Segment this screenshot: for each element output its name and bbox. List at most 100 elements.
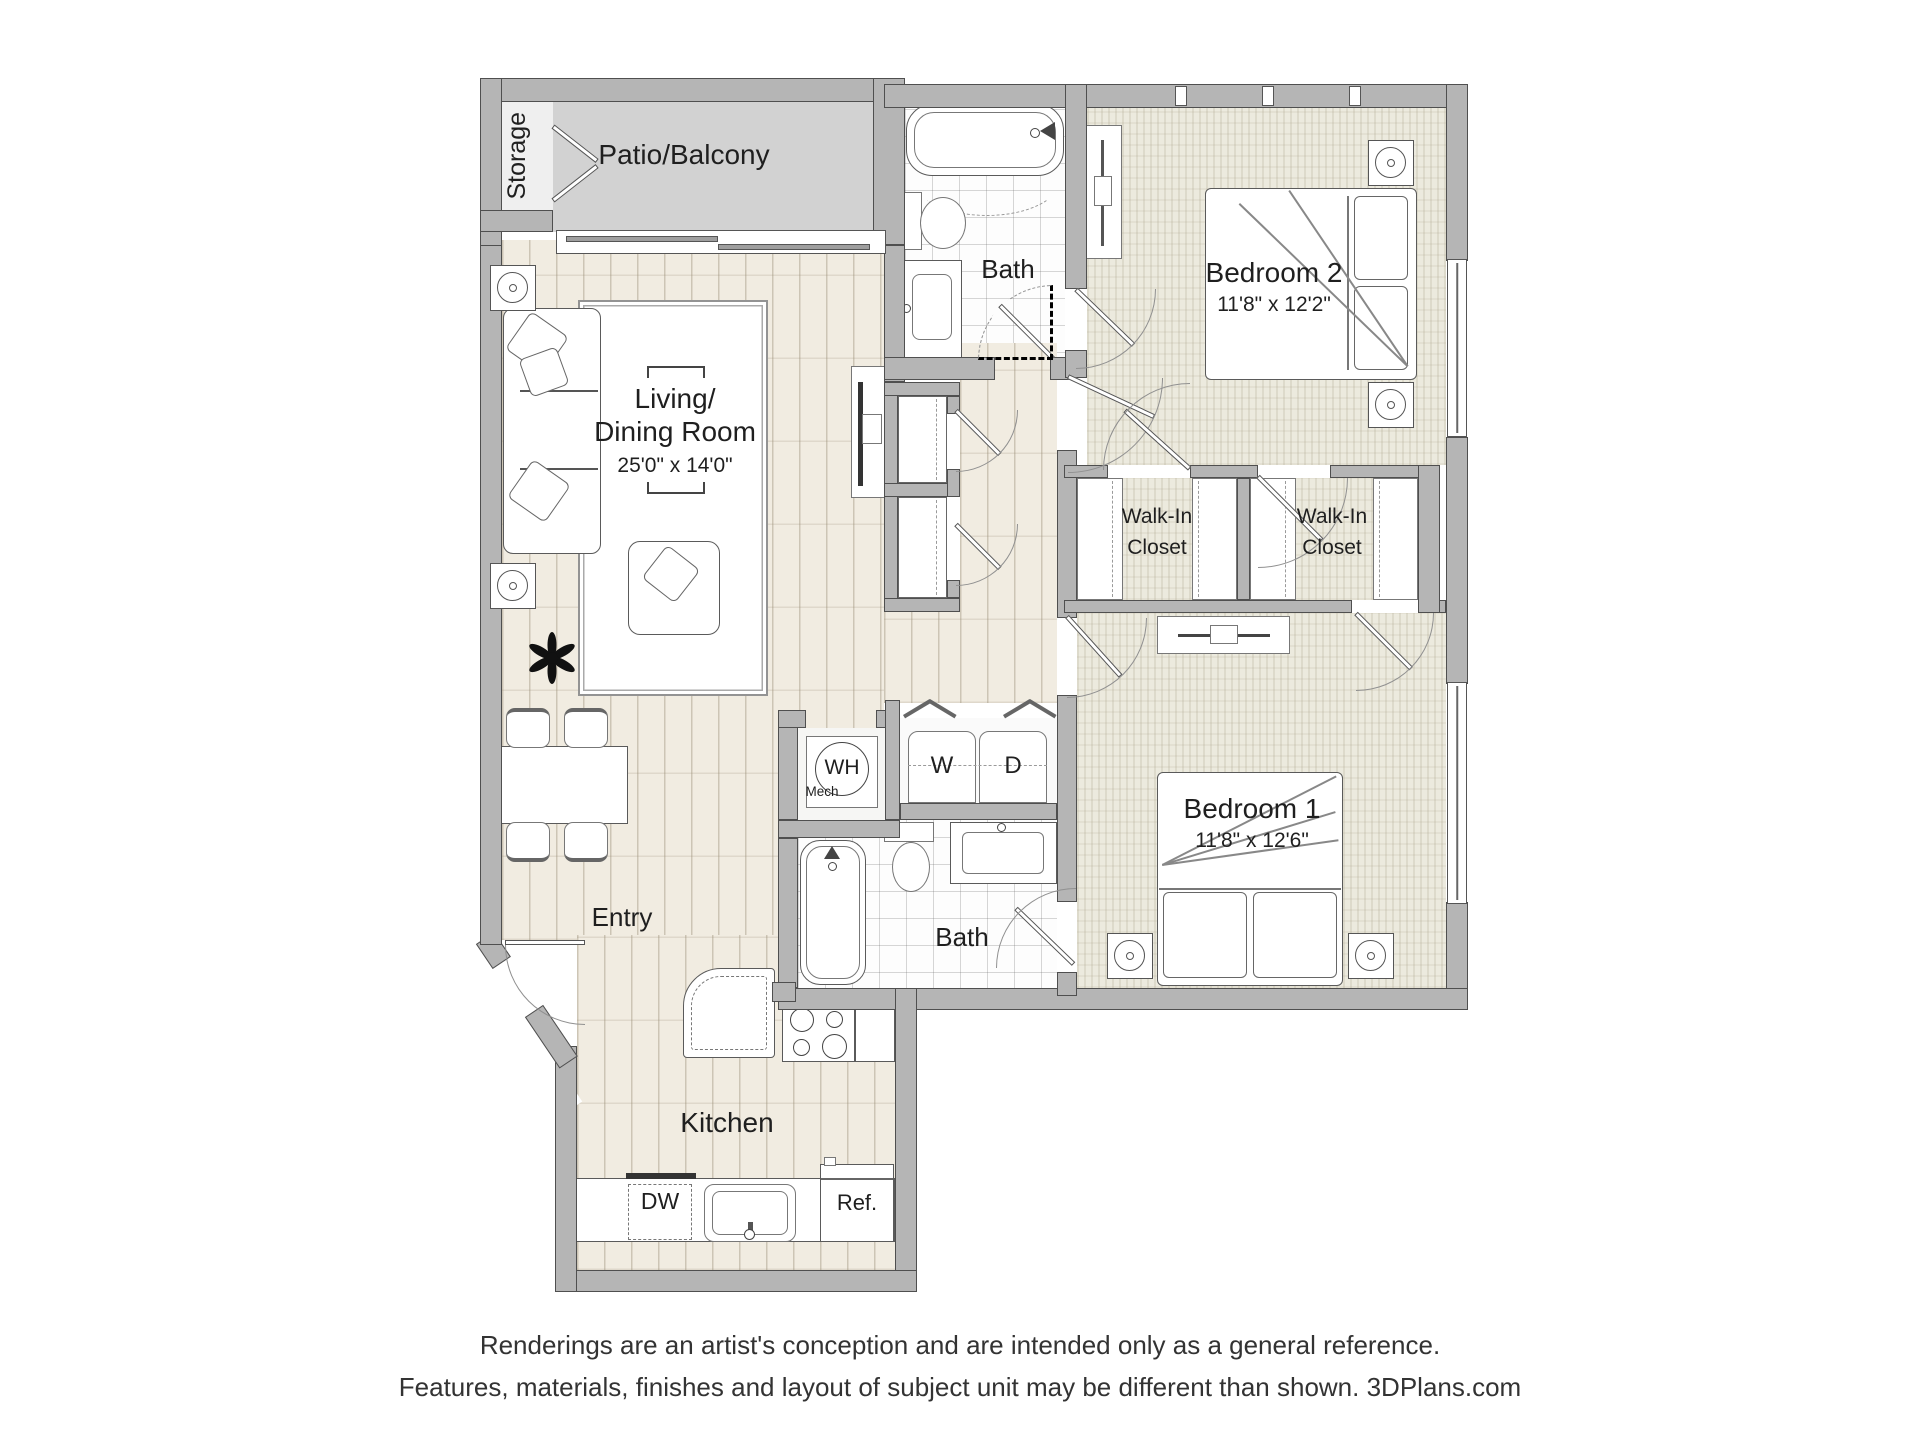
window-tick <box>1349 86 1361 106</box>
dining-chair <box>506 822 550 862</box>
room-dimensions: 25'0" x 14'0" <box>617 454 733 478</box>
sofa-cushion-line <box>520 390 598 392</box>
exterior-wall <box>1446 84 1468 261</box>
room-label: Walk-In <box>1296 505 1368 528</box>
ceiling-fan-icon <box>1368 382 1414 428</box>
dining-chair <box>564 708 608 748</box>
faucet-icon <box>744 1229 755 1240</box>
exterior-wall <box>895 988 917 1292</box>
closet-rod-line <box>1379 481 1381 597</box>
area-rug <box>578 300 768 696</box>
room-dimensions: 11'8" x 12'6" <box>1195 829 1309 853</box>
burner-icon <box>790 1008 814 1032</box>
room-label: Bedroom 1 <box>1183 793 1321 824</box>
room-label: Kitchen <box>680 1107 774 1138</box>
bed-fold-line <box>1347 196 1349 370</box>
room-label: Walk-In <box>1121 505 1193 528</box>
exterior-wall <box>555 1046 577 1292</box>
closet-rod-line <box>1198 481 1200 597</box>
sliding-door-panel <box>718 244 870 250</box>
toilet-bowl <box>892 842 930 892</box>
fixture-label: WH <box>824 756 860 779</box>
wall <box>1064 600 1352 613</box>
ceiling-fan-icon <box>1348 933 1394 979</box>
shower-spray-icon <box>1040 122 1055 140</box>
room-label: Dining Room <box>594 416 756 448</box>
window-tick <box>1262 86 1274 106</box>
washer <box>908 731 976 803</box>
wall <box>900 803 1057 820</box>
bed-pillow <box>1354 196 1408 280</box>
wall <box>1418 465 1440 613</box>
footer-disclaimer-line2: Features, materials, finishes and layout… <box>398 1372 1522 1402</box>
exterior-wall <box>778 988 1468 1010</box>
refrigerator-handle <box>824 1157 836 1166</box>
shower-head-icon <box>1030 128 1040 138</box>
storage-wall <box>480 210 553 232</box>
burner-icon <box>793 1039 810 1056</box>
wall <box>1065 84 1087 289</box>
ceiling-fan-icon <box>1107 933 1153 979</box>
wall <box>772 982 796 1002</box>
closet-rod-line <box>1112 481 1114 597</box>
ceiling-fan-icon <box>1368 140 1414 186</box>
tv-icon <box>858 382 863 486</box>
wall <box>884 598 960 612</box>
room-label: Closet <box>1302 535 1362 559</box>
room-label: Storage <box>503 112 532 200</box>
bathtub-inner <box>806 846 860 979</box>
faucet-stem <box>748 1222 753 1232</box>
wall <box>885 700 900 820</box>
sofa-cushion-line <box>520 468 598 470</box>
wall <box>1057 972 1077 996</box>
wall <box>778 838 798 988</box>
dryer <box>979 731 1047 803</box>
closet-shelf <box>1192 478 1237 600</box>
patio-floor <box>553 100 884 232</box>
fixture-label: W <box>930 752 954 779</box>
entry-door-leaf <box>505 940 585 945</box>
hallway-floor-strip <box>884 612 960 703</box>
ceiling-fan-icon <box>490 265 536 311</box>
linen-closet <box>898 396 947 483</box>
fixture-label: Ref. <box>836 1190 878 1215</box>
wall <box>1190 465 1258 478</box>
dining-table <box>498 746 628 824</box>
sliding-door-frame <box>556 230 886 254</box>
sliding-door-panel <box>566 236 718 242</box>
refrigerator-line <box>821 1178 893 1180</box>
hallway-floor <box>960 343 1057 703</box>
plant-icon <box>529 632 575 684</box>
counter-dash-line <box>691 976 767 1050</box>
room-label: Closet <box>1127 535 1187 559</box>
toilet-bowl <box>920 197 966 249</box>
exterior-wall <box>480 78 900 102</box>
window <box>1447 682 1467 904</box>
wall <box>884 357 995 380</box>
exterior-wall <box>1446 437 1468 684</box>
wall <box>884 382 898 612</box>
room-label: Living/ <box>634 383 716 414</box>
laundry-dash-line <box>908 765 1047 767</box>
fixture-label: DW <box>640 1188 680 1214</box>
storage-floor <box>502 100 553 212</box>
dresser-knob <box>1094 176 1112 206</box>
wall <box>1057 695 1077 902</box>
burner-icon <box>826 1011 843 1028</box>
dishwasher-edge <box>626 1173 696 1179</box>
room-label: Bedroom 2 <box>1205 257 1343 288</box>
exterior-wall <box>555 1270 917 1292</box>
wall <box>884 382 960 396</box>
window <box>1447 259 1467 437</box>
window-tick <box>1175 86 1187 106</box>
ceiling-fan-icon <box>490 563 536 609</box>
bed-pillow <box>1253 892 1337 978</box>
wall <box>884 245 905 382</box>
room-label: Bath <box>981 254 1035 284</box>
bedroom1-label-block: Bedroom 1 11'8" x 12'6" <box>1132 792 1372 853</box>
water-heater <box>815 742 869 796</box>
closet-label-block: Walk-In Closet <box>1095 505 1219 561</box>
tv-mount <box>862 414 882 444</box>
room-dimensions: 11'8" x 12'2" <box>1217 293 1331 317</box>
